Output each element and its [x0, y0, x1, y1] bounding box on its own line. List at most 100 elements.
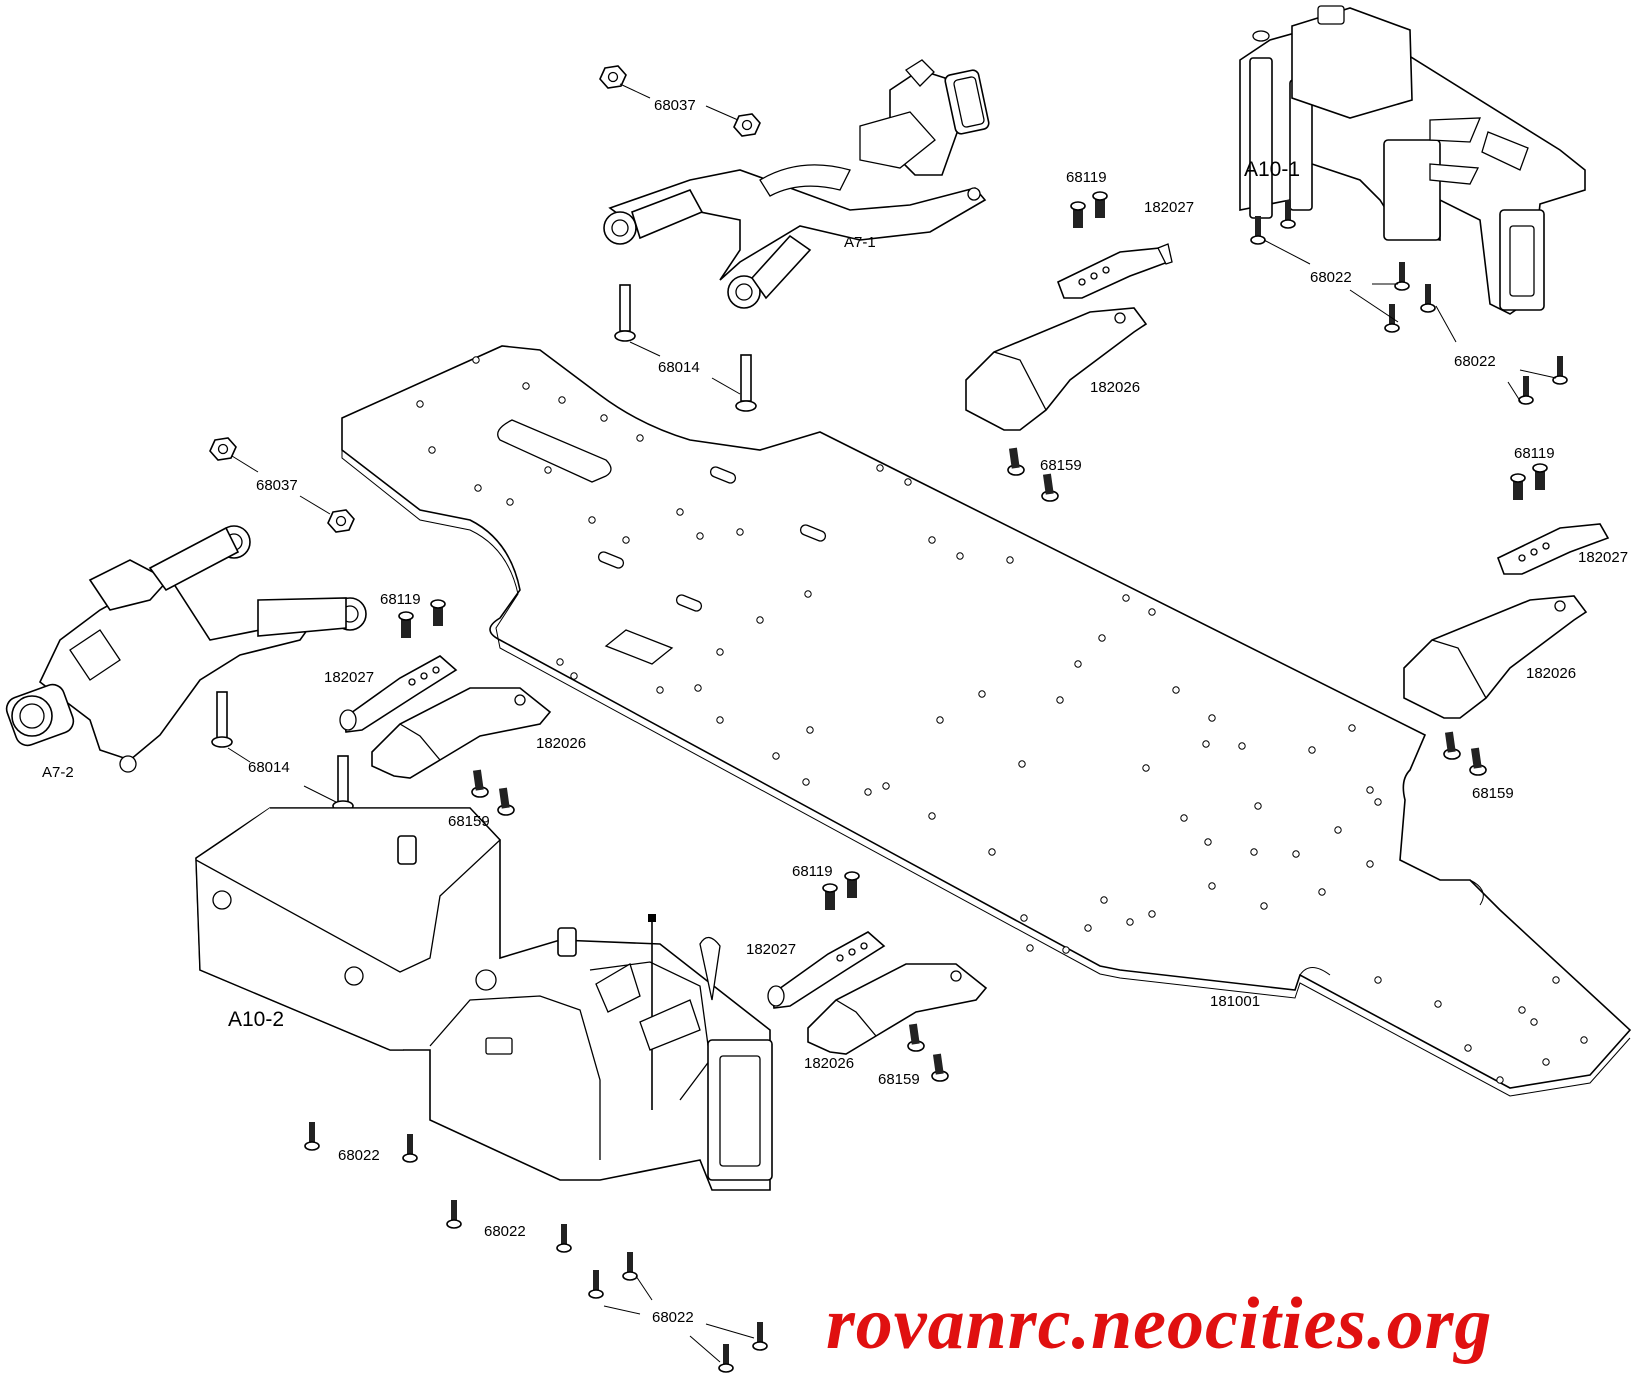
post-182027-bottom [767, 931, 886, 1009]
label-fixing-right: 68159 [1472, 785, 1514, 802]
label-a10-1: A10-1 [1244, 158, 1300, 181]
screws-68022-radio [304, 1122, 768, 1373]
chassis-hole [882, 782, 890, 790]
mount-182026-bottom [807, 963, 988, 1055]
chassis-hole [558, 396, 566, 404]
label-screw-left: 68119 [380, 591, 421, 608]
chassis-hole [904, 478, 912, 486]
chassis-hole [1254, 802, 1262, 810]
chassis-hole [1006, 556, 1014, 564]
chassis-hole [736, 528, 744, 536]
chassis-hole [428, 446, 436, 454]
screws-68022-servo [1250, 200, 1568, 405]
chassis-hole [676, 508, 684, 516]
chassis-hole [1434, 1000, 1442, 1008]
chassis-hole [1318, 888, 1326, 896]
chassis-hole [928, 812, 936, 820]
chassis-hole [876, 464, 884, 472]
screws-68159 [471, 447, 1487, 1082]
label-fixing-bottom: 68159 [878, 1071, 920, 1088]
label-radio-screw-3: 68022 [652, 1309, 694, 1326]
screws-68119 [398, 191, 1548, 910]
hub-assembly-a7-2 [5, 525, 367, 773]
bolt-68014-top [614, 284, 757, 412]
chassis-mounting-holes [416, 356, 1588, 1084]
chassis-hole [556, 658, 564, 666]
post-182027-right [1496, 523, 1610, 575]
label-mount-top: 182026 [1090, 379, 1140, 396]
chassis-hole [1018, 760, 1026, 768]
label-bolt-left: 68014 [248, 759, 290, 776]
chassis-hole [804, 590, 812, 598]
label-radio-screw-1: 68022 [338, 1147, 380, 1164]
chassis-hole [1238, 742, 1246, 750]
chassis-hole [802, 778, 810, 786]
chassis-hole [864, 788, 872, 796]
label-post-left: 182027 [324, 669, 374, 686]
chassis-hole [1374, 798, 1382, 806]
chassis-hole [1020, 914, 1028, 922]
label-fixing-left: 68159 [448, 813, 490, 830]
mount-182026-top [965, 307, 1148, 431]
chassis-hole [1580, 1036, 1588, 1044]
chassis-hole [1260, 902, 1268, 910]
label-mount-right: 182026 [1526, 665, 1576, 682]
chassis-hole [1250, 848, 1258, 856]
chassis-hole [1496, 1076, 1504, 1084]
chassis-hole [588, 516, 596, 524]
label-a10-2: A10-2 [228, 1008, 284, 1031]
label-post-top: 182027 [1144, 199, 1194, 216]
chassis-hole [1552, 976, 1560, 984]
chassis-hole [1518, 1006, 1526, 1014]
chassis-hole [636, 434, 644, 442]
chassis-hole [1334, 826, 1342, 834]
chassis-hole [622, 536, 630, 544]
chassis-hole [936, 716, 944, 724]
chassis-hole [694, 684, 702, 692]
chassis-hole [1122, 594, 1130, 602]
chassis-hole [506, 498, 514, 506]
chassis-hole [978, 690, 986, 698]
label-screw-bottom: 68119 [792, 863, 833, 880]
chassis-hole [1084, 924, 1092, 932]
label-a7-1: A7-1 [844, 234, 876, 251]
chassis-hole [806, 726, 814, 734]
post-182027-left [339, 655, 458, 733]
chassis-hole [988, 848, 996, 856]
chassis-hole [1348, 724, 1356, 732]
hub-assembly-a7-1 [603, 59, 990, 309]
label-bolt-top: 68014 [658, 359, 700, 376]
chassis-hole [772, 752, 780, 760]
chassis-hole [1464, 1044, 1472, 1052]
chassis-hole [474, 484, 482, 492]
chassis-hole [1374, 976, 1382, 984]
chassis-hole [656, 686, 664, 694]
chassis-hole [1542, 1058, 1550, 1066]
chassis-hole [472, 356, 480, 364]
label-post-bottom: 182027 [746, 941, 796, 958]
chassis-hole [1126, 918, 1134, 926]
chassis-hole [1180, 814, 1188, 822]
chassis-hole [1208, 882, 1216, 890]
label-post-right: 182027 [1578, 549, 1628, 566]
chassis-hole [1148, 910, 1156, 918]
chassis-hole [956, 552, 964, 560]
chassis-hole [1098, 634, 1106, 642]
mount-182026-right [1403, 595, 1588, 719]
chassis-hole [1292, 850, 1300, 858]
chassis-hole [1204, 838, 1212, 846]
chassis-hole [1056, 696, 1064, 704]
chassis-hole [1308, 746, 1316, 754]
chassis-hole [716, 716, 724, 724]
chassis-hole [1208, 714, 1216, 722]
chassis-hole [416, 400, 424, 408]
nut-68037-left [209, 437, 355, 533]
chassis-hole [570, 672, 578, 680]
label-a7-2: A7-2 [42, 764, 74, 781]
label-servo-screw-2: 68022 [1454, 353, 1496, 370]
label-mount-left: 182026 [536, 735, 586, 752]
chassis-hole [696, 532, 704, 540]
chassis-hole [1202, 740, 1210, 748]
